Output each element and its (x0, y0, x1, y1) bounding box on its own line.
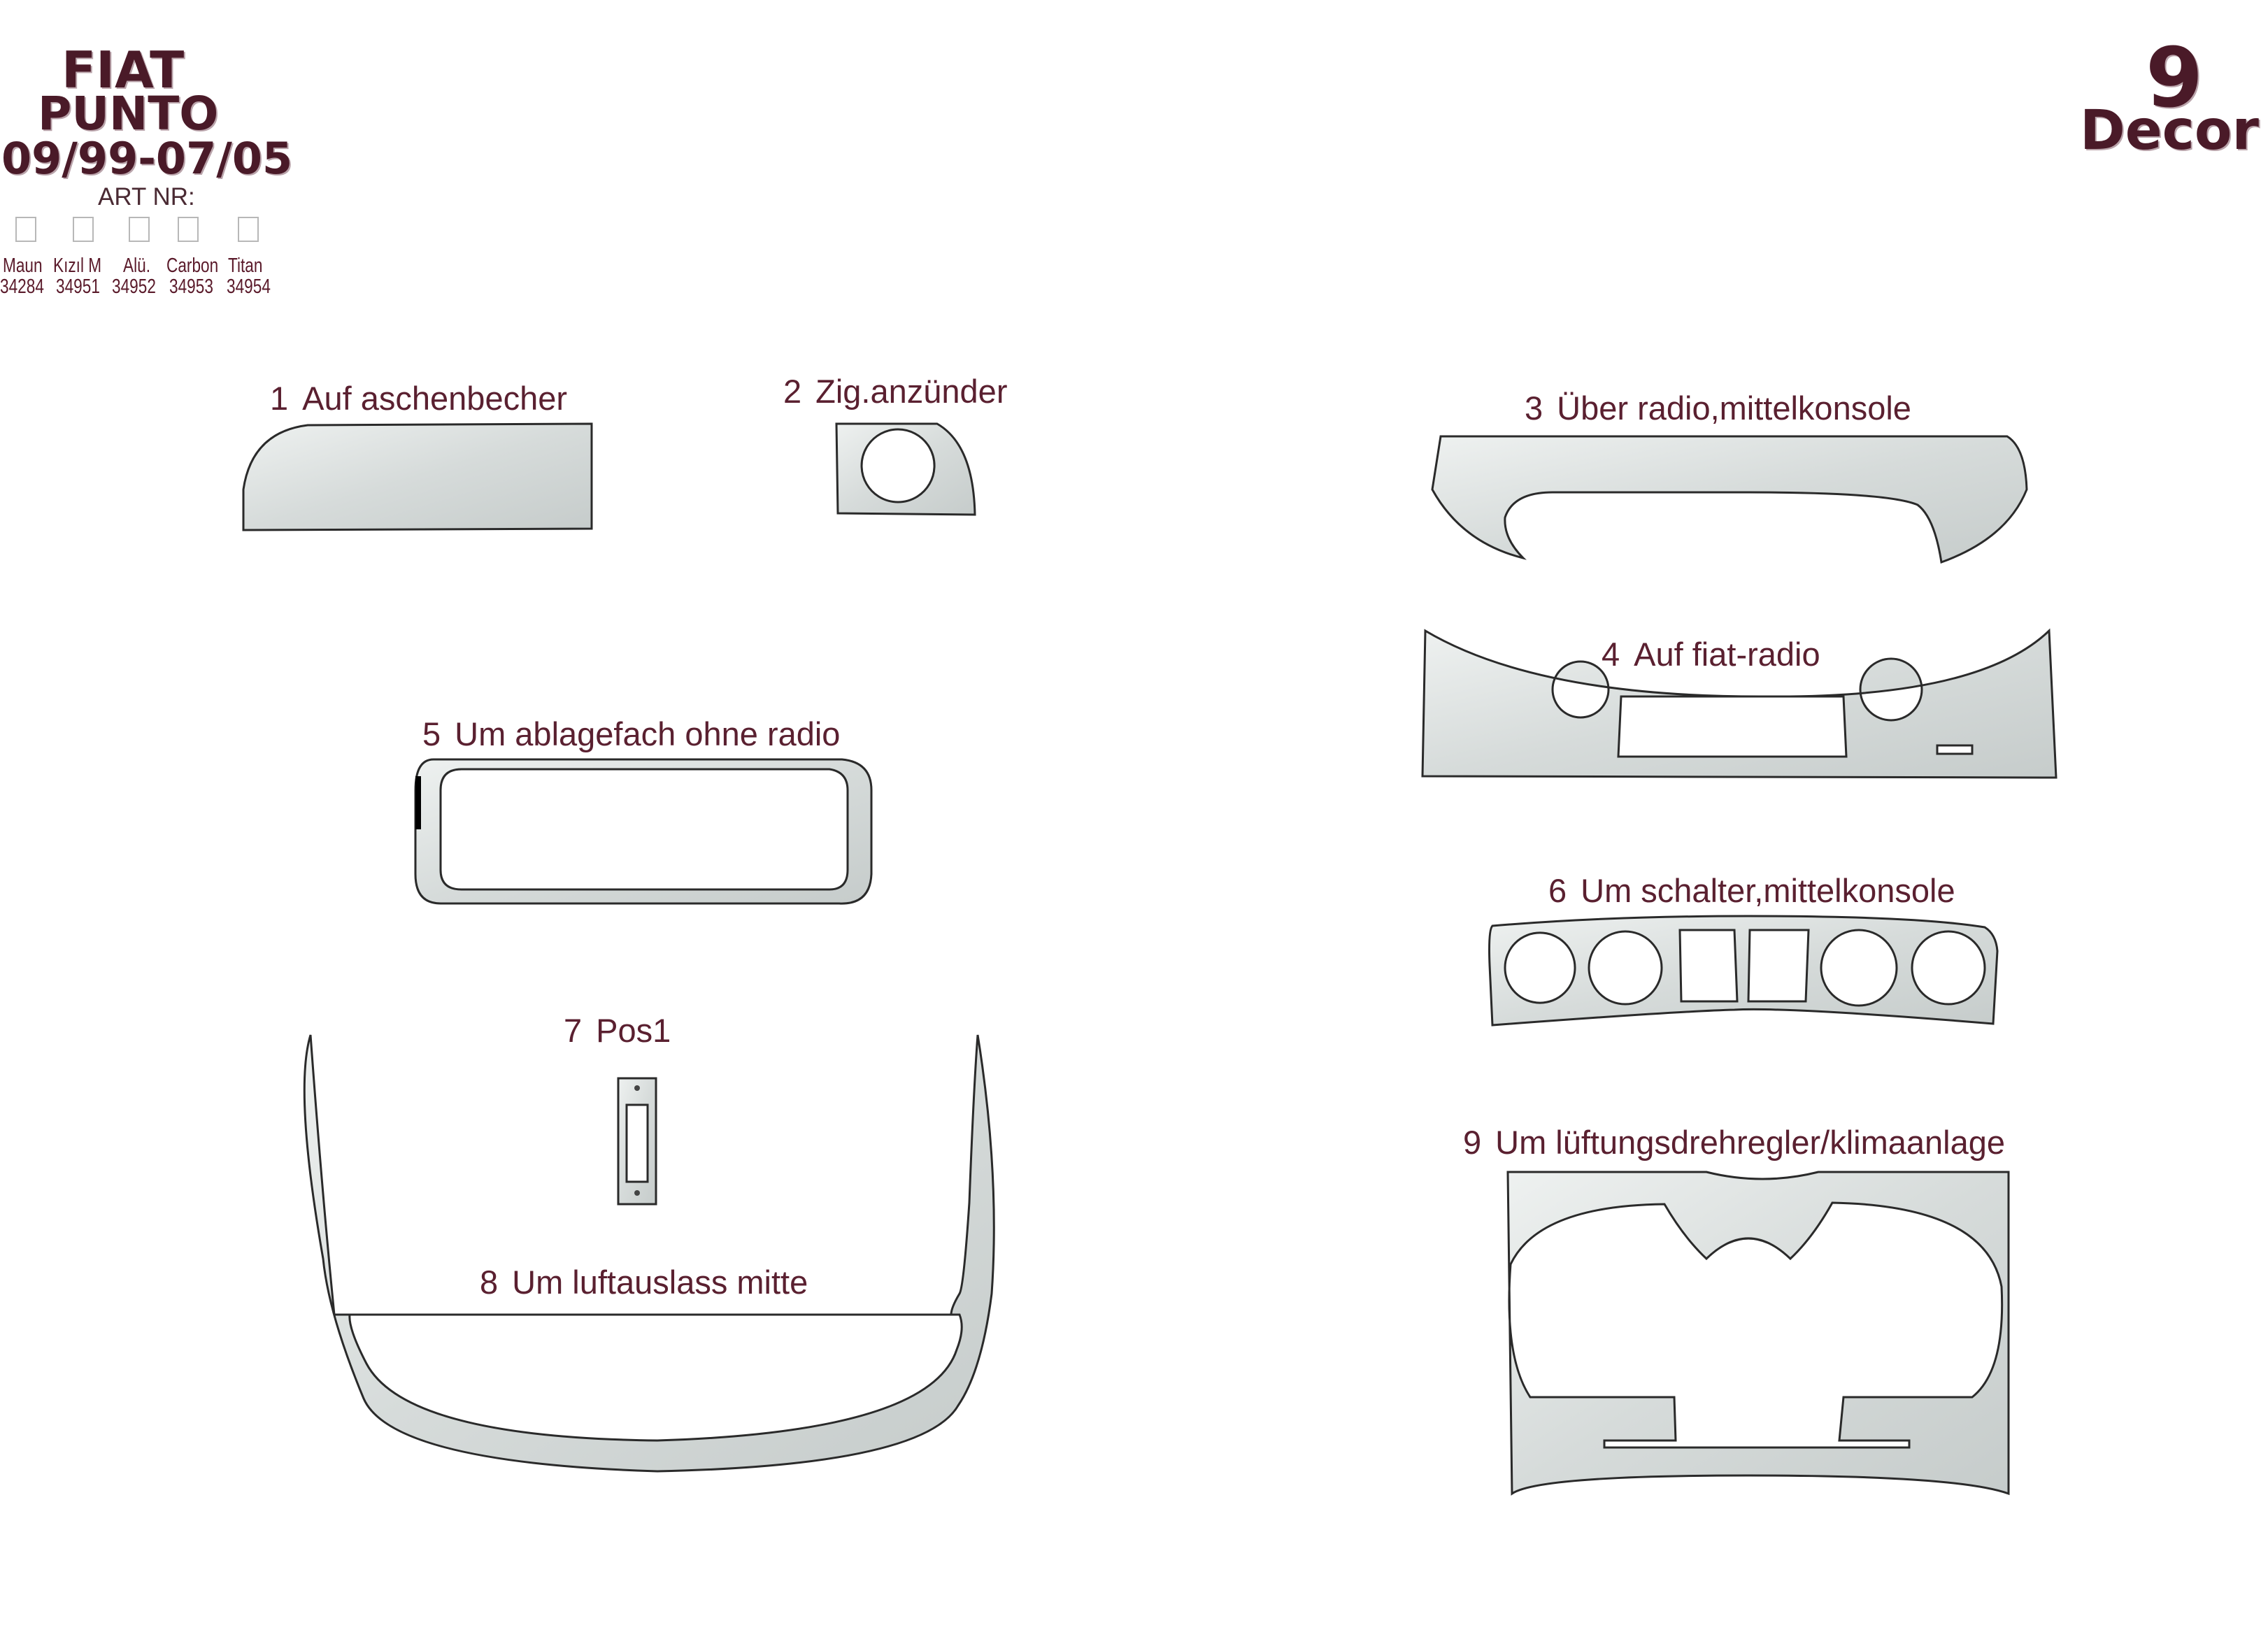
material-code: 34951 (56, 276, 100, 298)
art-nr-label: ART NR: (98, 183, 195, 210)
part-shape-3 (1431, 435, 2028, 564)
part-shape-4 (1421, 628, 2057, 779)
checkbox-maun[interactable] (15, 217, 36, 242)
part-shape-2 (835, 422, 976, 516)
part-shape-8 (303, 1034, 995, 1473)
material-name: Alü. (123, 255, 150, 277)
material-code: 34952 (112, 276, 156, 298)
checkbox-titan[interactable] (238, 217, 259, 242)
brand-number: 9 (2146, 29, 2204, 126)
checkbox-alu[interactable] (129, 217, 150, 242)
material-name: Titan (228, 255, 263, 277)
material-name: Carbon (166, 255, 219, 277)
part-shape-9 (1506, 1171, 2010, 1496)
material-name: Maun (3, 255, 43, 277)
model-title: PUNTO (38, 87, 219, 141)
part-shape-6 (1488, 915, 1999, 1027)
material-code: 34284 (0, 276, 44, 298)
part-shape-1 (242, 422, 593, 531)
material-name: Kızıl M (53, 255, 102, 277)
material-code: 34953 (169, 276, 213, 298)
part-shape-7 (617, 1077, 657, 1206)
part-shape-5 (414, 758, 873, 905)
brand-word: Decor (2080, 99, 2259, 162)
checkbox-carbon[interactable] (178, 217, 199, 242)
year-range: 09/99-07/05 (1, 133, 293, 184)
material-code: 34954 (227, 276, 271, 298)
checkbox-kizil-m[interactable] (73, 217, 94, 242)
make-title: FIAT (62, 41, 185, 99)
